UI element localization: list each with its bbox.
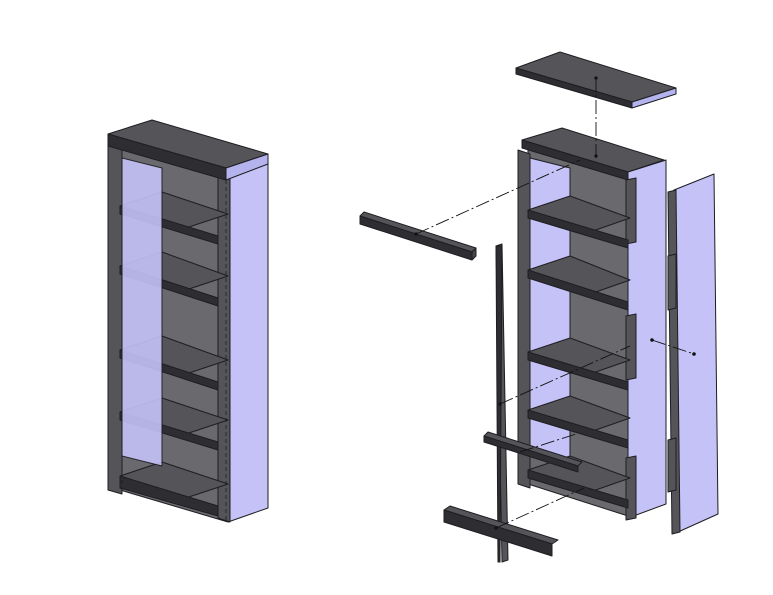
assembled-bottom-kick [119, 475, 219, 517]
exploded-detached-side-panel [667, 173, 719, 535]
exploded-bottom-rail [443, 505, 559, 557]
exploded-right-side-panel [627, 159, 667, 519]
exploded-shelf-4-edge [527, 409, 629, 449]
exploded-shelves [527, 195, 631, 509]
assembly-axis-lines [415, 78, 695, 529]
assembled-top-side-edge [225, 153, 269, 181]
assembled-left-side [107, 141, 123, 495]
exploded-shelf-2-edge [527, 269, 629, 311]
assembled-right-side [227, 157, 269, 523]
exploded-bottom-shelf-edge [527, 469, 629, 509]
exploded-side-notches [625, 177, 637, 521]
assembled-right-side-front-edge [217, 171, 231, 523]
assembled-bookcase [107, 119, 269, 523]
exploded-middle-rail [483, 431, 583, 473]
assembled-inner-left-face [121, 157, 163, 467]
exploded-top-rail [359, 211, 477, 261]
exploded-left-side [517, 149, 531, 489]
exploded-shelf-3-edge [527, 351, 629, 391]
exploded-bookcase [359, 51, 719, 563]
assembly-axis-points [414, 76, 696, 530]
exploded-shelf-1-edge [527, 209, 629, 249]
